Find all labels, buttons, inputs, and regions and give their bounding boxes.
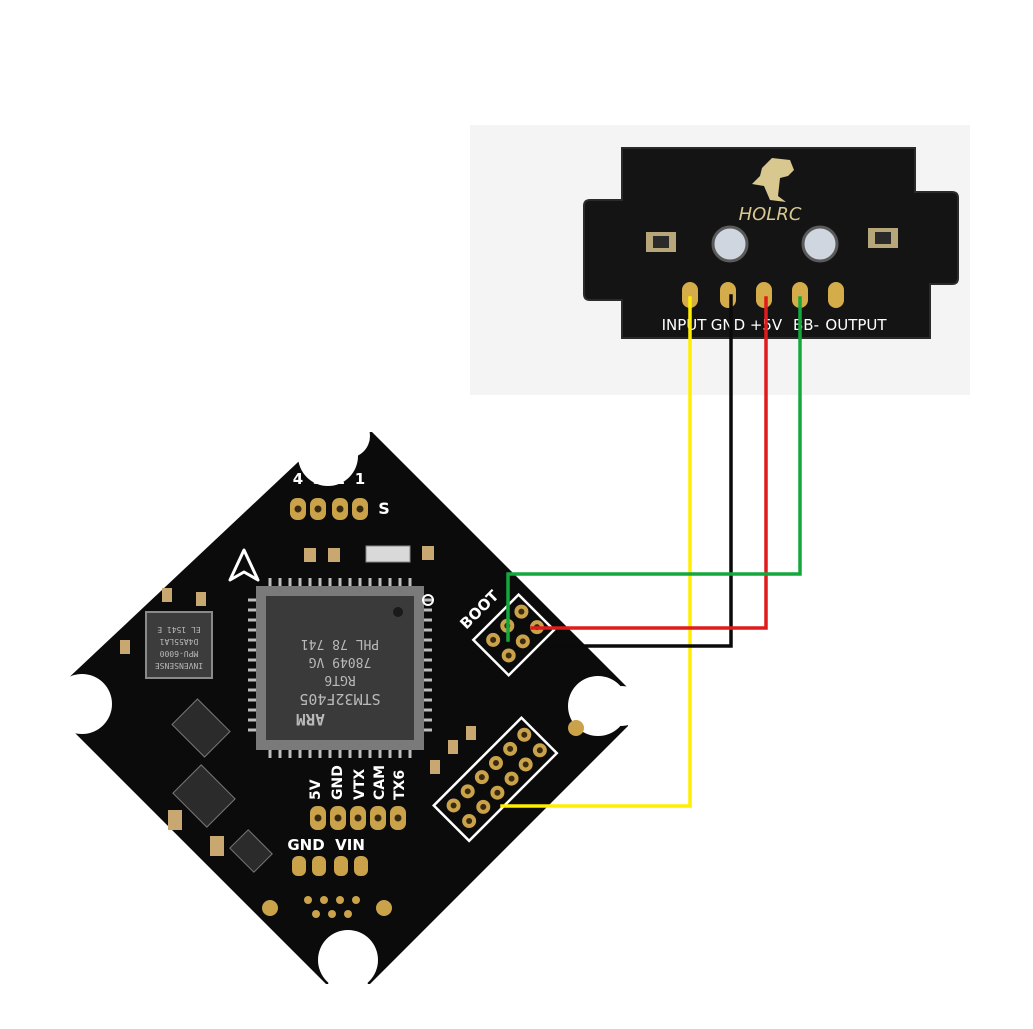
motor-number: 1 xyxy=(355,470,365,488)
led-pad-label: OUTPUT xyxy=(825,316,887,334)
mcu-logo-text: ARM xyxy=(296,710,325,729)
power-label-gnd: GND xyxy=(287,836,324,854)
direction-arrow-icon xyxy=(228,548,260,582)
mcu-marking: 78049 VG xyxy=(309,654,372,669)
wire-yellow xyxy=(500,296,692,808)
crystal xyxy=(365,545,411,563)
power-label-vin: VIN xyxy=(335,836,365,854)
side-pad-label: CAM xyxy=(372,765,388,800)
led-board: HOLRC INPUT GND +5V BB- OUTPUT xyxy=(470,125,970,395)
uart-header xyxy=(432,716,559,843)
imu-marking: MPU-6000 xyxy=(160,649,199,658)
wire-black xyxy=(548,294,733,648)
motor-number: 2 xyxy=(335,470,345,488)
led-1 xyxy=(711,225,749,263)
imu-marking: D4A55LA1 xyxy=(160,637,199,646)
side-pad-label: TX6 xyxy=(392,770,408,800)
mcu-chip: ARM STM32F405 RGT6 78049 VG PHL 78 741 xyxy=(248,578,432,758)
led-pad-label: GND xyxy=(711,316,745,334)
mcu-part-number: STM32F405 xyxy=(299,690,380,708)
mcu-marking: RGT6 xyxy=(324,672,355,687)
side-pads xyxy=(310,806,406,830)
led-pad-5v xyxy=(756,282,772,308)
wires xyxy=(500,294,802,808)
smd-components xyxy=(120,588,584,918)
led-pad-label: INPUT xyxy=(662,316,708,334)
power-pads xyxy=(292,856,368,876)
led-pad-bb xyxy=(792,282,808,308)
raptor-logo-icon xyxy=(752,158,794,202)
motor-pads xyxy=(290,498,368,520)
wire-green xyxy=(506,296,802,642)
led-pad-gnd xyxy=(720,282,736,308)
side-pad-label: GND xyxy=(330,765,346,800)
imu-chip: INVENSENSE MPU-6000 D4A55LA1 EL 1541 E xyxy=(145,611,213,679)
led-pad-label: BB- xyxy=(793,316,819,334)
mcu-marking: PHL 78 741 xyxy=(301,636,379,651)
led-pad-input xyxy=(682,282,698,308)
led-pad-output xyxy=(828,282,844,308)
side-pad-label: 5V xyxy=(308,779,324,800)
motor-number: 4 xyxy=(293,470,303,488)
led-logo-text: HOLRC xyxy=(739,204,802,225)
imu-marking: INVENSENSE xyxy=(155,661,203,670)
wire-red xyxy=(530,296,768,630)
motor-number: 3 xyxy=(313,470,323,488)
motor-signal-label: S xyxy=(378,499,390,518)
led-pcb xyxy=(583,147,959,339)
flight-controller-board: 4 3 2 1 S ARM STM32F405 RGT6 78049 VG xyxy=(40,414,642,1006)
led-2 xyxy=(801,225,839,263)
imu-marking: EL 1541 E xyxy=(157,625,201,634)
side-pad-label: VTX xyxy=(352,769,368,800)
